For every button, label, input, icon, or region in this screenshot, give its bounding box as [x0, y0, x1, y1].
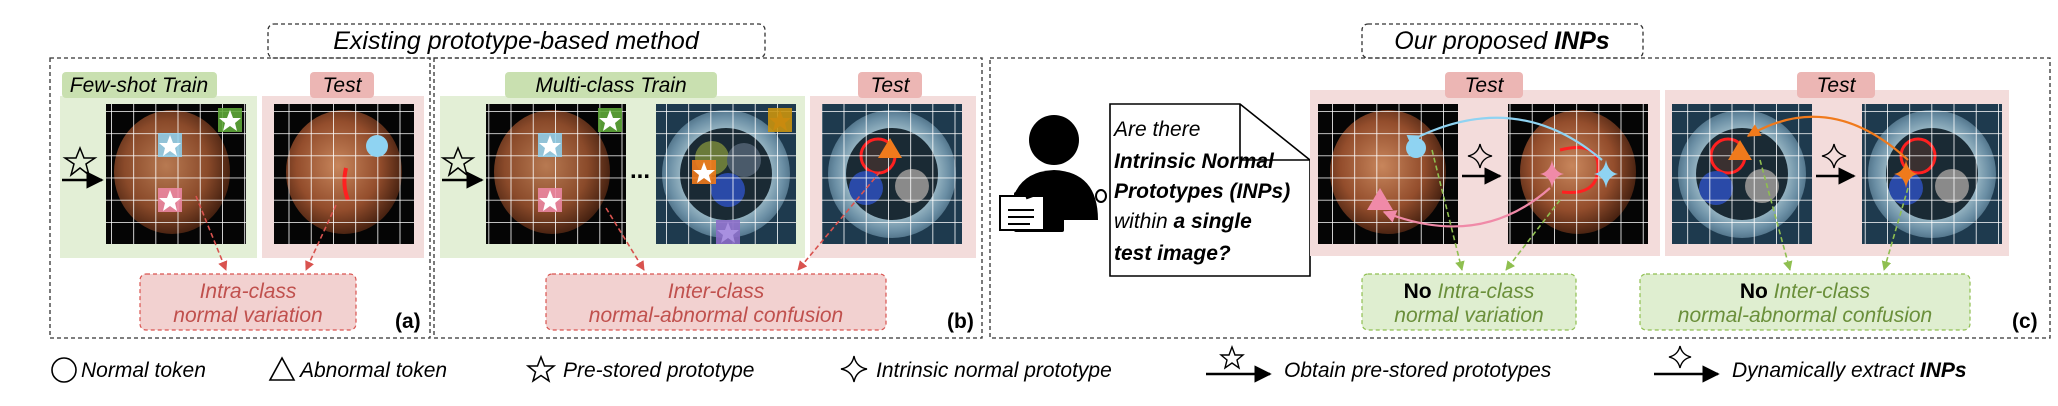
- panel-a-note-line2: normal variation: [173, 304, 322, 327]
- panel-b-note: [545, 273, 887, 331]
- right-title: Our proposed INPs: [1394, 27, 1610, 55]
- question-line3: Prototypes (INPs): [1114, 180, 1290, 203]
- panel-b-train-label: Multi-class Train: [535, 74, 686, 97]
- panel-b-arrow-2: [797, 171, 881, 271]
- panel-c-green-arrow-1: [1431, 149, 1465, 271]
- panel-a-input-arrow: [62, 145, 104, 189]
- triangle-icon: [268, 356, 296, 381]
- panel-c-mid-arrow-2: [1816, 143, 1856, 185]
- panel-a-train-label: Few-shot Train: [70, 74, 208, 97]
- panel-b-test-label-box: [858, 72, 922, 98]
- panel-b-frame: [433, 57, 983, 339]
- panel-b-train-image-1: [486, 104, 626, 244]
- four-point-star-icon: [1467, 143, 1493, 169]
- panel-c-green-arrow-4: [1881, 187, 1909, 271]
- panel-b-letter: (b): [947, 310, 974, 333]
- star-icon: [62, 145, 98, 177]
- legend-extract: Dynamically extract INPs: [1732, 359, 1967, 382]
- left-title: Existing prototype-based method: [333, 27, 700, 55]
- panel-b-arrow-1: [605, 207, 645, 271]
- left-title-box: [267, 23, 766, 59]
- panel-a-train-label-box: [62, 72, 217, 98]
- panel-a-arrow-2: [305, 204, 337, 271]
- four-point-star-icon: [1821, 143, 1847, 169]
- panel-c-green-arrow-3: [1759, 159, 1793, 271]
- panel-c-test1-label: Test: [1465, 74, 1505, 97]
- panel-a-test-label: Test: [323, 74, 363, 97]
- panel-a-frame: [49, 57, 431, 339]
- four-point-star-icon: [840, 355, 868, 383]
- circle-icon: [51, 357, 77, 383]
- panel-c-letter: (c): [2012, 310, 2038, 333]
- panel-c-test2-image-right: [1862, 104, 2002, 244]
- panel-c-test1-image-right: [1508, 104, 1648, 244]
- panel-c-test2-label: Test: [1817, 74, 1857, 97]
- panel-c-pink-curve-1: [1382, 187, 1551, 228]
- circle-icon: [366, 135, 388, 157]
- star-icon: [1219, 345, 1245, 370]
- panel-c-note2-line2: normal-abnormal confusion: [1678, 304, 1932, 327]
- panel-b-train-label-box: [505, 72, 717, 98]
- panel-a-note-line1: Intra-class: [200, 280, 297, 303]
- four-point-star-icon: [1668, 345, 1692, 369]
- panel-c-note1-line2: normal variation: [1394, 304, 1543, 327]
- panel-a-letter: (a): [395, 310, 421, 333]
- star-icon: [525, 354, 557, 383]
- panel-b-test-image: [822, 104, 962, 244]
- panel-a-test-image: [274, 104, 414, 244]
- triangle-icon: [878, 138, 902, 158]
- legend-abnormal-token: Abnormal token: [298, 359, 447, 382]
- panel-b-input-arrow: [440, 145, 484, 189]
- panel-c-note1: [1361, 273, 1577, 331]
- panel-c-note1-line1: No Intra-class: [1404, 280, 1535, 303]
- legend-prestored-prototype: Pre-stored prototype: [563, 359, 754, 382]
- panel-a-test-label-box: [310, 72, 374, 98]
- panel-c-test1-image-left: [1318, 104, 1458, 244]
- panel-c-green-arrow-2: [1505, 199, 1561, 271]
- panel-a-train-image: [106, 104, 246, 244]
- panel-a-note: [139, 273, 357, 331]
- panel-c-mid-arrow-1: [1462, 143, 1502, 185]
- question-line1: Are there: [1112, 118, 1200, 141]
- person-icon: [999, 115, 1107, 232]
- legend-obtain: Obtain pre-stored prototypes: [1284, 359, 1552, 382]
- star-icon: [440, 145, 476, 177]
- panel-b-train-image-2: [656, 104, 796, 244]
- panel-c-test1-label-box: [1445, 72, 1523, 98]
- document-icon: [999, 195, 1045, 231]
- panel-c-note2-line1: No Inter-class: [1740, 280, 1871, 303]
- panel-c-test2-label-box: [1797, 72, 1875, 98]
- question-line2: Intrinsic Normal: [1114, 150, 1275, 173]
- panel-b-test-label: Test: [871, 74, 911, 97]
- panel-b-note-line2: normal-abnormal confusion: [589, 304, 843, 327]
- panel-c-orange-curve: [1746, 115, 1909, 161]
- panel-b-ellipsis: ...: [630, 157, 650, 184]
- panel-c-note2: [1639, 273, 1971, 331]
- panel-b-note-line1: Inter-class: [668, 280, 765, 303]
- panel-c-blue-curve-1: [1406, 116, 1603, 161]
- panel-c-frame: [989, 57, 2051, 339]
- question-line5: test image?: [1114, 242, 1231, 265]
- legend: Normal token Abnormal token Pre-stored p…: [51, 345, 1967, 383]
- legend-intrinsic-prototype: Intrinsic normal prototype: [876, 359, 1112, 382]
- panel-a-arrow-1: [195, 195, 228, 271]
- panel-c-test2-image-left: [1672, 104, 1812, 244]
- question-line4: within a single: [1114, 210, 1252, 233]
- legend-normal-token: Normal token: [81, 359, 206, 382]
